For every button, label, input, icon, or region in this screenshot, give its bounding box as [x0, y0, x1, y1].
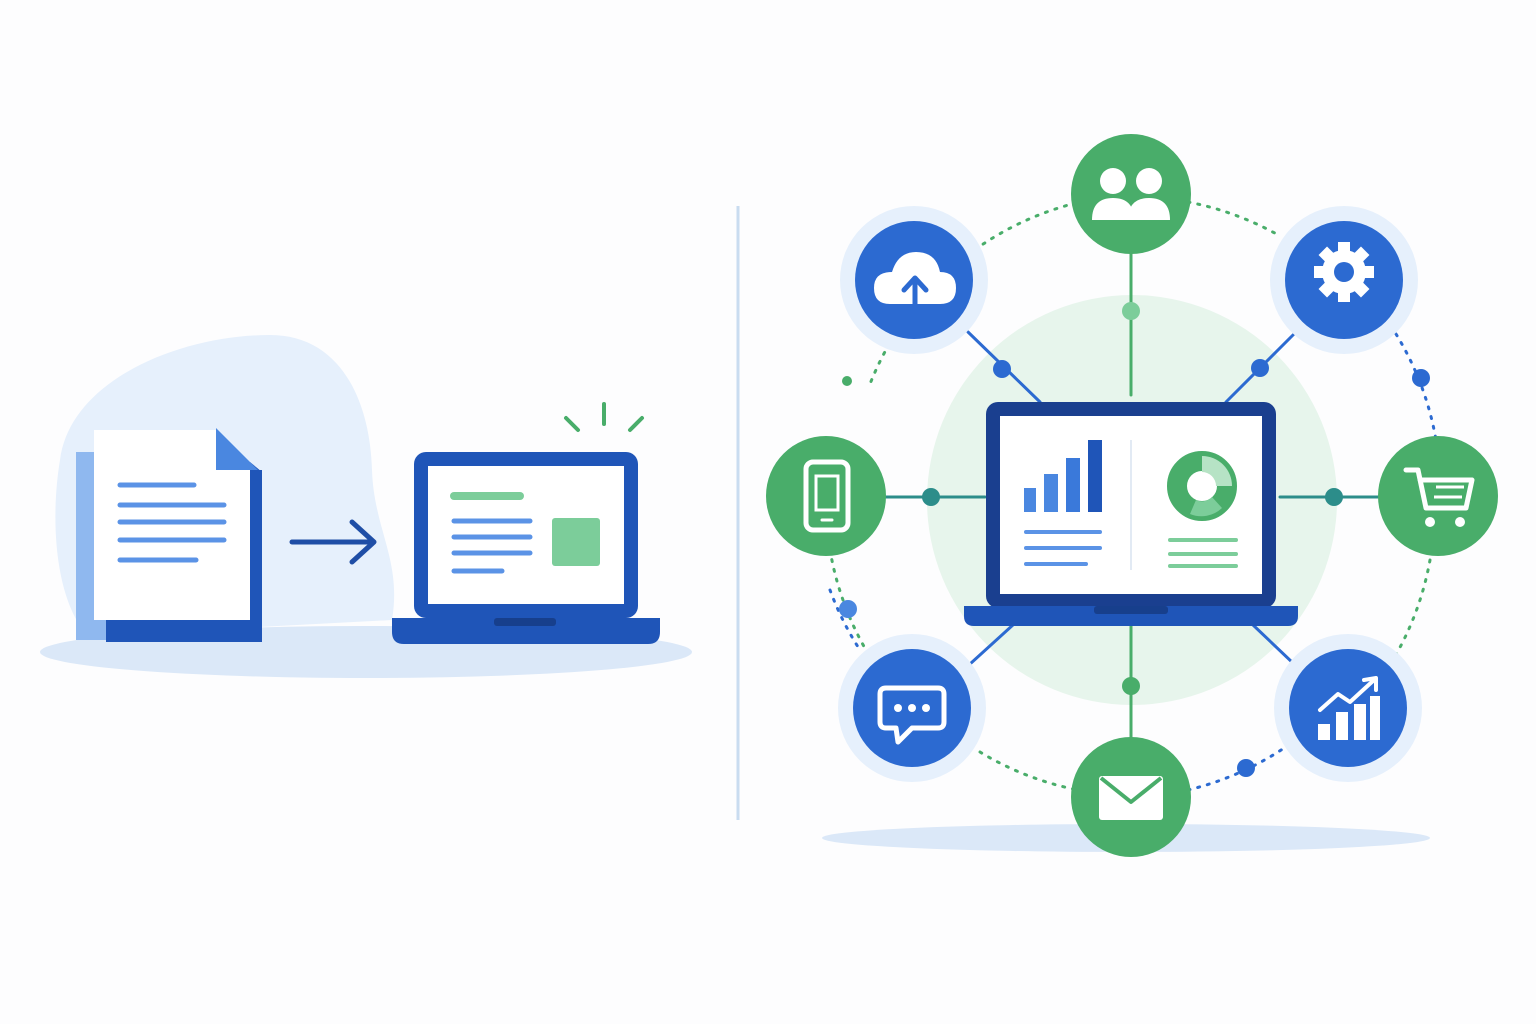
- donut-chart-icon: [1167, 451, 1238, 568]
- users-icon: [1092, 168, 1170, 220]
- laptop-icon: [392, 452, 660, 644]
- node-settings[interactable]: [1270, 206, 1418, 354]
- node-users[interactable]: [1071, 134, 1191, 254]
- node-mobile[interactable]: [766, 436, 886, 556]
- cloud-upload-icon: [874, 252, 956, 309]
- left-panel: [40, 335, 692, 678]
- bar-chart-icon: [1024, 440, 1102, 566]
- document-icon: [76, 428, 262, 642]
- smartphone-icon: [803, 459, 851, 533]
- node-analytics[interactable]: [1274, 634, 1422, 782]
- orbit-beads: [839, 369, 1430, 777]
- spoke-beads: [922, 302, 1343, 695]
- arrow-right-icon: [289, 519, 377, 565]
- growth-chart-icon: [1318, 676, 1380, 740]
- chat-bubble-icon: [877, 685, 947, 745]
- node-chat[interactable]: [838, 634, 986, 782]
- laptop-dashboard-icon: [964, 402, 1298, 626]
- node-email[interactable]: [1071, 737, 1191, 857]
- orbit-ring-blue: [828, 332, 1438, 792]
- envelope-icon: [1099, 776, 1163, 820]
- sparkle-icon: [564, 402, 644, 432]
- hub-diagram: [766, 134, 1498, 857]
- node-cart[interactable]: [1378, 436, 1498, 556]
- shopping-cart-icon: [1403, 467, 1475, 527]
- node-cloud[interactable]: [840, 206, 988, 354]
- gear-icon: [1314, 242, 1374, 302]
